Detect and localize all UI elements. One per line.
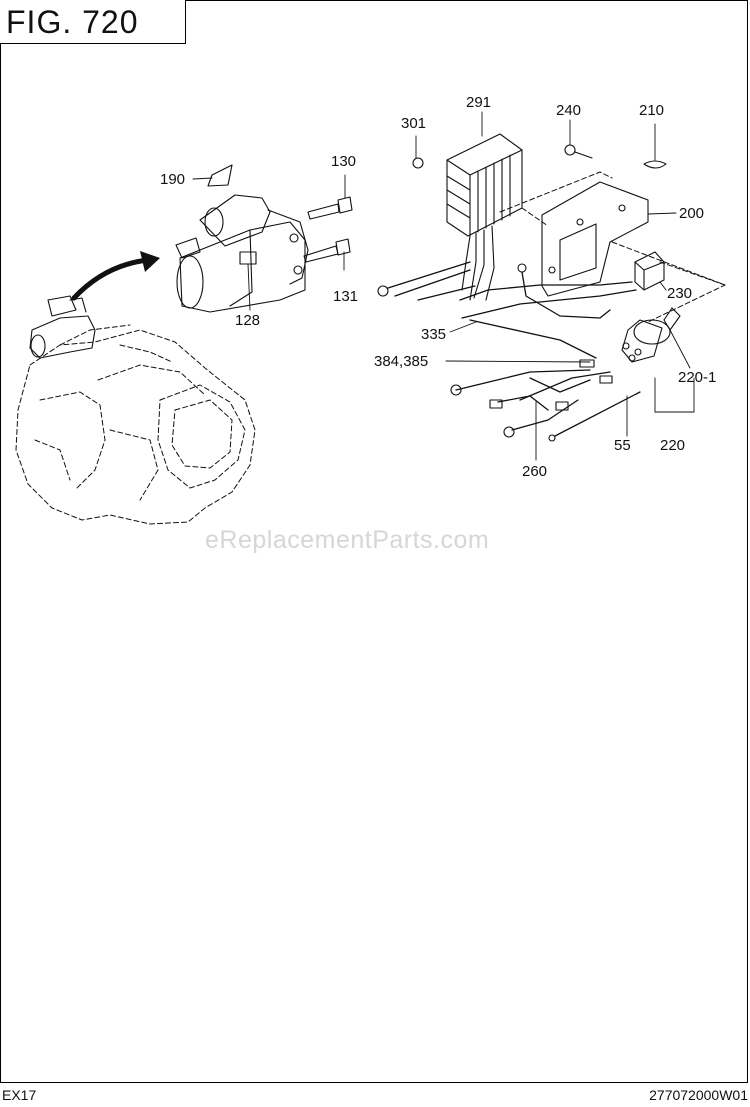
- clip-210: [643, 160, 667, 169]
- callout-130: 130: [331, 153, 357, 170]
- bracket-200: [541, 181, 649, 297]
- callout-384-385: 384,385: [374, 353, 429, 370]
- callout-291: 291: [466, 94, 492, 111]
- callout-240: 240: [556, 102, 582, 119]
- relay-230: [634, 251, 665, 291]
- callout-131: 131: [333, 288, 359, 305]
- engine-outline: [15, 324, 256, 525]
- callout-200: 200: [679, 205, 705, 222]
- terminal-rings: [377, 263, 613, 442]
- callout-55: 55: [614, 437, 631, 454]
- regulator-291: [446, 133, 523, 301]
- callout-260: 260: [522, 463, 548, 480]
- curved-arrow: [71, 257, 151, 301]
- page-frame: [0, 0, 748, 1083]
- starter-motor: [175, 194, 309, 313]
- callout-128: 128: [235, 312, 261, 329]
- callout-335: 335: [421, 326, 447, 343]
- figure-title-box: FIG. 720: [0, 0, 186, 44]
- nut-301: [412, 157, 424, 169]
- model-code: EX17: [2, 1087, 37, 1103]
- screw-240: [564, 144, 593, 159]
- bolt-131: [303, 238, 351, 263]
- leader-lines: [192, 111, 695, 461]
- drawing-number: 277072000W01: [649, 1087, 748, 1103]
- bolt-130: [307, 196, 353, 220]
- callout-220-1: 220-1: [678, 369, 717, 386]
- callout-190: 190: [160, 171, 186, 188]
- part-190-plate: [207, 164, 233, 187]
- callout-220: 220: [660, 437, 686, 454]
- callout-301: 301: [401, 115, 427, 132]
- callout-230: 230: [667, 285, 693, 302]
- mounted-starter: [29, 295, 96, 359]
- key-switch-220: [621, 307, 681, 363]
- watermark: eReplacementParts.com: [205, 526, 490, 554]
- wire-harness: [387, 261, 641, 437]
- callout-210: 210: [639, 102, 665, 119]
- figure-title: FIG. 720: [6, 4, 139, 40]
